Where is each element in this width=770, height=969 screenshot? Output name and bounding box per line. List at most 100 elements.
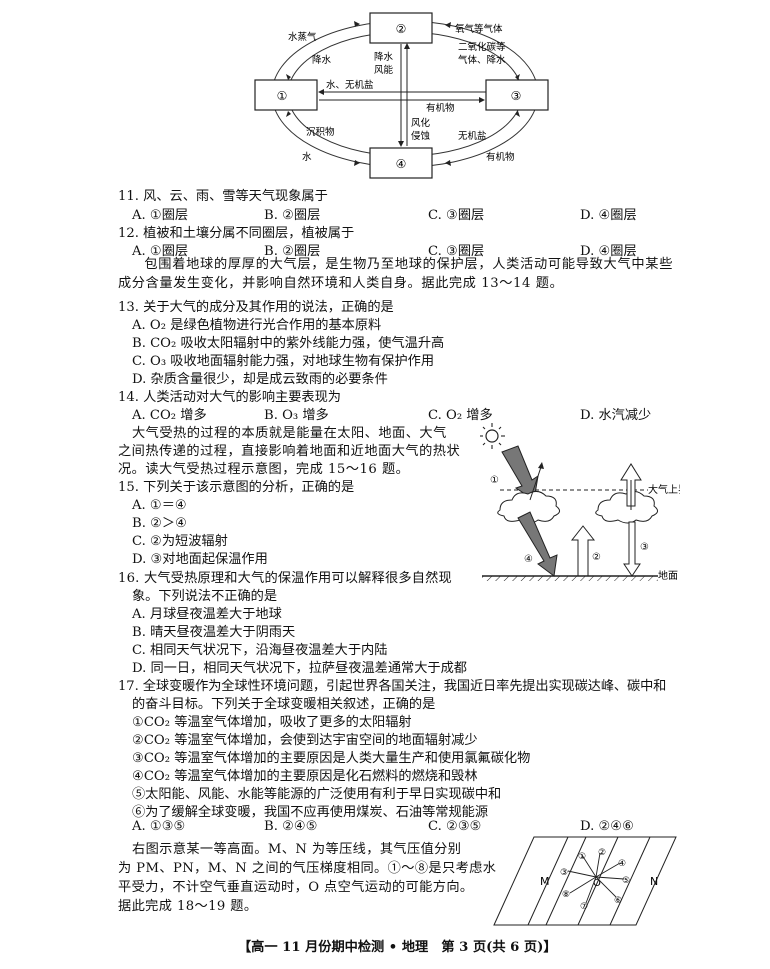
q14-stem: 14. 人类活动对大气的影响主要表现为 [118,390,341,405]
label-organic-bottom: 有机物 [486,151,515,163]
q14-option-a[interactable]: A. CO₂ 增多 [132,408,207,423]
q17-statement-5: ⑤太阳能、风能、水能等能源的广泛使用有利于早日实现碳中和 [132,787,502,802]
passage-18-19-line1: 右图示意某一等高面。M、N 为等压线，其气压值分别 [132,842,462,857]
dir-2: ② [598,848,606,858]
q17-statement-4: ④CO₂ 等温室气体增加的主要原因是化石燃料的燃烧和毁林 [132,769,478,784]
label-erosion: 侵蚀 [411,130,431,142]
passage-15-16-line2: 之间热传递的过程，直接影响着地面和近地面大气的热状 [118,444,461,459]
isobar-m: M [540,875,550,888]
q17-option-c[interactable]: C. ②③⑤ [428,819,482,834]
q12-option-c[interactable]: C. ③圈层 [428,244,485,259]
label-weathering: 风化 [411,117,431,129]
label-water-vapor: 水蒸气 [288,31,317,43]
ground-label: 地面 [658,569,678,582]
label-o2: 氧气等气体 [455,23,503,35]
q15-stem: 15. 下列关于该示意图的分析，正确的是 [118,480,355,495]
q17-stem-line1: 17. 全球变暖作为全球性环境问题，引起世界各国关注，我国近日率先提出实现碳达峰… [118,679,667,694]
point-o: O [593,878,601,889]
label-co2-1: 二氧化碳等 [458,41,506,53]
q14-options: A. CO₂ 增多 B. O₃ 增多 C. O₂ 增多 D. 水汽减少 [132,404,672,423]
sphere-box-1 [254,79,318,111]
q17-statement-2: ②CO₂ 等温室气体增加，会使到达宇宙空间的地面辐射减少 [132,733,478,748]
passage-13-14: 包围着地球的厚厚的大气层，是生物乃至地球的保护层，人类活动可能导致大气中某些成分… [118,257,673,291]
q15-option-a[interactable]: A. ①＝④ [132,498,187,513]
q17-option-d[interactable]: D. ②④⑥ [580,819,634,834]
cloud-left [497,490,560,524]
q16-option-d[interactable]: D. 同一日，相同天气状况下，拉萨昼夜温差通常大于成都 [132,661,467,676]
q12-stem: 12. 植被和土壤分属不同圈层，植被属于 [118,226,355,241]
label-sediment: 沉积物 [306,126,335,138]
sphere-label-3: ③ [511,89,522,103]
sphere-box-3 [485,79,549,111]
heating-diagram: 大气上界 地面 ① ② ③ ④ [480,423,680,582]
page-footer: 【高一 11 月份期中检测 • 地理 第 3 页(共 6 页)】 [238,940,557,955]
q14-option-b[interactable]: B. O₃ 增多 [264,408,329,423]
q11-option-c[interactable]: C. ③圈层 [428,208,485,223]
heat-label-2: ② [592,552,601,563]
sphere-box-4 [369,147,433,179]
q15-option-c[interactable]: C. ②为短波辐射 [132,534,228,549]
label-water-inorganic: 水、无机盐 [326,79,374,91]
q11-option-a[interactable]: A. ①圈层 [132,208,189,223]
passage-15-16-line1: 大气受热的过程的本质就是能量在太阳、地面、大气 [132,426,447,441]
q17-stem-line2: 的奋斗目标。下列关于全球变暖相关叙述，正确的是 [132,697,436,712]
sphere-box-2 [369,12,433,44]
heat-label-1: ① [490,475,499,486]
q17-option-a[interactable]: A. ①③⑤ [132,819,186,834]
q12-option-a[interactable]: A. ①圈层 [132,244,189,259]
q11-options: A. ①圈层 B. ②圈层 C. ③圈层 D. ④圈层 [132,204,672,223]
q15-option-d[interactable]: D. ③对地面起保温作用 [132,552,268,567]
q17-statement-1: ①CO₂ 等温室气体增加，吸收了更多的太阳辐射 [132,715,412,730]
q13-option-c[interactable]: C. O₃ 吸收地面辐射能力强，对地球生物有保护作用 [132,354,435,369]
sphere-label-2: ② [396,22,407,36]
q16-option-a[interactable]: A. 月球昼夜温差大于地球 [132,607,282,622]
passage-18-19-line4: 据此完成 18～19 题。 [118,899,258,914]
dir-6: ⑥ [614,896,622,906]
dir-7: ⑦ [580,902,588,912]
q11-stem: 11. 风、云、雨、雪等天气现象属于 [118,189,328,204]
dir-1: ① [578,852,586,862]
isobar-diagram: M N O ① ② ④ ⑤ ⑥ ⑦ ⑧ ③ [493,836,677,926]
label-organic: 有机物 [426,102,455,114]
q12-option-d[interactable]: D. ④圈层 [580,244,637,259]
q16-option-c[interactable]: C. 相同天气状况下，沿海昼夜温差大于内陆 [132,643,388,658]
dir-3: ③ [560,868,568,878]
q15-option-b[interactable]: B. ②＞④ [132,516,187,531]
isobar-n: N [650,875,658,888]
q11-option-b[interactable]: B. ②圈层 [264,208,321,223]
heat-label-4: ④ [524,554,533,565]
passage-18-19-line2: 为 PM、PN，M、N 之间的气压梯度相同。①～⑧是只考虑水 [118,861,497,876]
q13-option-b[interactable]: B. CO₂ 吸收太阳辐射中的紫外线能力强，使气温升高 [132,336,445,351]
cloud-right [595,490,658,524]
sphere-diagram: ① ② ③ ④ 水蒸气 降水 降水 风能 氧气等气体 二氧化碳等 气体、降水 水… [254,12,549,179]
label-precip: 降水 [374,51,394,63]
q13-option-d[interactable]: D. 杂质含量很少，却是成云致雨的必要条件 [132,372,388,387]
passage-18-19-line3: 平受力，不计空气垂直运动时，O 点空气运动的可能方向。 [118,880,474,895]
q14-option-d[interactable]: D. 水汽减少 [580,408,652,423]
q17-statement-3: ③CO₂ 等温室气体增加的主要原因是人类大量生产和使用氯氟碳化物 [132,751,531,766]
label-wind: 风能 [374,64,394,76]
q12-options: A. ①圈层 B. ②圈层 C. ③圈层 D. ④圈层 [132,240,672,259]
sun-icon [480,423,505,449]
heat-label-3: ③ [640,542,649,553]
q16-stem-line1: 16. 大气受热原理和大气的保温作用可以解释很多自然现 [118,571,452,586]
q17-option-b[interactable]: B. ②④⑤ [264,819,318,834]
atmos-top-label: 大气上界 [648,483,680,496]
q12-option-b[interactable]: B. ②圈层 [264,244,321,259]
sphere-label-1: ① [277,89,288,103]
dir-4: ④ [618,859,626,869]
q13-option-a[interactable]: A. O₂ 是绿色植物进行光合作用的基本原料 [132,318,382,333]
q14-option-c[interactable]: C. O₂ 增多 [428,408,493,423]
dir-8: ⑧ [562,890,570,900]
passage-15-16-line3: 况。读大气受热过程示意图，完成 15～16 题。 [118,462,410,477]
q17-options: A. ①③⑤ B. ②④⑤ C. ②③⑤ D. ②④⑥ [132,819,672,838]
label-water-bottom: 水 [302,151,312,163]
q17-statement-6: ⑥为了缓解全球变暖，我国不应再使用煤炭、石油等常规能源 [132,805,489,820]
label-inorganic: 无机盐 [458,130,487,142]
label-co2-2: 气体、降水 [458,54,506,66]
q16-option-b[interactable]: B. 晴天昼夜温差大于阴雨天 [132,625,296,640]
q13-stem: 13. 关于大气的成分及其作用的说法，正确的是 [118,300,394,315]
sphere-label-4: ④ [396,157,407,171]
q11-option-d[interactable]: D. ④圈层 [580,208,637,223]
dir-5: ⑤ [622,876,630,886]
